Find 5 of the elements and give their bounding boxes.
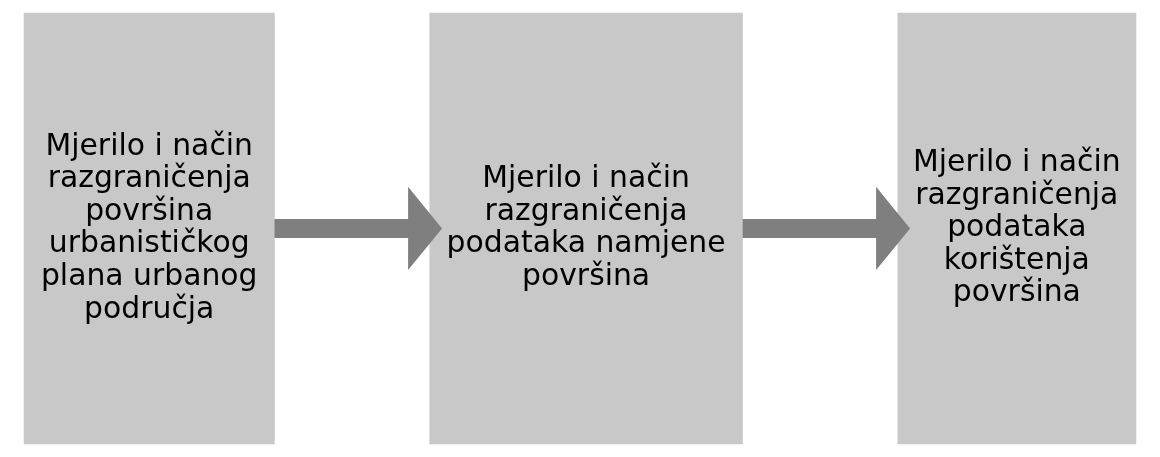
arrow (742, 186, 911, 271)
arrow (274, 186, 443, 271)
node-box: Mjerilo i način razgraničenja površina urbanističkog plana urbanog područja (23, 12, 275, 445)
node-box: Mjerilo i način razgraničenja podataka korištenja površina (897, 12, 1137, 445)
node-box: Mjerilo i način razgraničenja podataka namjene površina (429, 12, 743, 445)
